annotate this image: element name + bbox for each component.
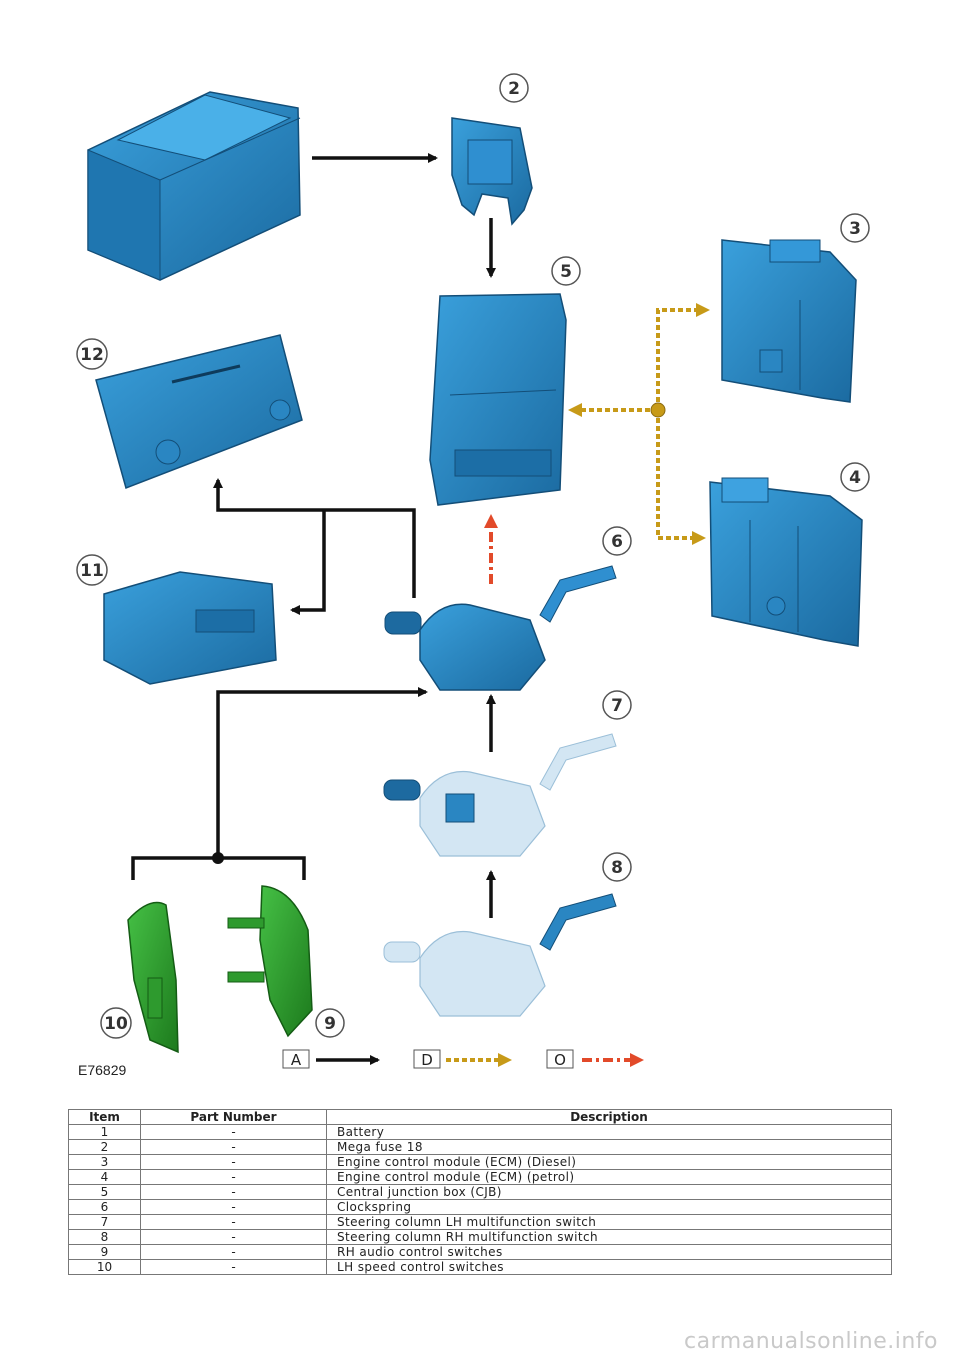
callout-10: 10 xyxy=(100,1007,132,1039)
cell-part-number: - xyxy=(140,1124,327,1140)
cell-description: Engine control module (ECM) (petrol) xyxy=(326,1169,892,1185)
figure-id: E76829 xyxy=(78,1062,126,1078)
table-row: 1 - Battery xyxy=(68,1124,892,1140)
cd-unit-component xyxy=(103,571,277,685)
cell-part-number: - xyxy=(140,1244,327,1260)
connection-lines-a xyxy=(131,153,496,918)
cell-part-number: - xyxy=(140,1214,327,1230)
cell-item: 5 xyxy=(68,1184,141,1200)
table-row: 10 - LH speed control switches xyxy=(68,1259,892,1275)
cell-description: Clockspring xyxy=(326,1199,892,1215)
parts-table: Item Part Number Description 1 - Battery… xyxy=(68,1109,892,1275)
cell-part-number: - xyxy=(140,1184,327,1200)
table-row: 8 - Steering column RH multifunction swi… xyxy=(68,1229,892,1245)
cell-description: Mega fuse 18 xyxy=(326,1139,892,1155)
cell-description: Central junction box (CJB) xyxy=(326,1184,892,1200)
svg-text:4: 4 xyxy=(849,468,861,488)
svg-text:2: 2 xyxy=(508,79,520,99)
cell-item: 1 xyxy=(68,1124,141,1140)
ecm-petrol-component xyxy=(709,477,863,647)
table-row: 5 - Central junction box (CJB) xyxy=(68,1184,892,1200)
table-row: 2 - Mega fuse 18 xyxy=(68,1139,892,1155)
cell-item: 4 xyxy=(68,1169,141,1185)
svg-text:6: 6 xyxy=(611,532,623,552)
cell-part-number: - xyxy=(140,1229,327,1245)
cell-part-number: - xyxy=(140,1259,327,1275)
cell-item: 9 xyxy=(68,1244,141,1260)
callout-6: 6 xyxy=(602,526,632,556)
header-item: Item xyxy=(68,1109,141,1125)
rh-multifunction-switch-component xyxy=(383,893,617,1017)
callout-2: 2 xyxy=(499,73,529,103)
cell-part-number: - xyxy=(140,1154,327,1170)
legend-d: D xyxy=(413,1049,512,1069)
svg-text:8: 8 xyxy=(611,858,623,878)
cell-description: LH speed control switches xyxy=(326,1259,892,1275)
mega-fuse-component xyxy=(451,117,533,226)
callout-12: 12 xyxy=(76,338,108,370)
cell-item: 10 xyxy=(68,1259,141,1275)
table-header-row: Item Part Number Description xyxy=(68,1109,892,1125)
table-row: 7 - Steering column LH multifunction swi… xyxy=(68,1214,892,1230)
svg-text:D: D xyxy=(421,1051,433,1069)
svg-text:3: 3 xyxy=(849,219,861,239)
cell-item: 2 xyxy=(68,1139,141,1155)
svg-text:7: 7 xyxy=(611,696,623,716)
table-row: 6 - Clockspring xyxy=(68,1199,892,1215)
rh-audio-control-switches-component xyxy=(227,885,313,1038)
watermark: carmanualsonline.info xyxy=(684,1329,938,1354)
callout-3: 3 xyxy=(840,213,870,243)
svg-text:12: 12 xyxy=(80,345,104,365)
legend-o: O xyxy=(546,1049,644,1069)
svg-text:O: O xyxy=(554,1051,566,1069)
cell-part-number: - xyxy=(140,1169,327,1185)
wiring-diagram: 2 3 5 12 4 6 11 7 8 10 9 xyxy=(76,73,870,1078)
cell-item: 8 xyxy=(68,1229,141,1245)
connection-lines-d xyxy=(568,303,710,545)
svg-text:9: 9 xyxy=(324,1014,336,1034)
lh-speed-control-switches-component xyxy=(127,901,179,1054)
callout-9: 9 xyxy=(315,1008,345,1038)
cell-description: Battery xyxy=(326,1124,892,1140)
cell-description: Engine control module (ECM) (Diesel) xyxy=(326,1154,892,1170)
callout-8: 8 xyxy=(602,852,632,882)
legend-a: A xyxy=(282,1049,380,1069)
cell-item: 3 xyxy=(68,1154,141,1170)
header-part-number: Part Number xyxy=(140,1109,327,1125)
callout-5: 5 xyxy=(551,256,581,286)
junction-dot xyxy=(212,852,224,864)
svg-text:10: 10 xyxy=(104,1014,128,1034)
callout-11: 11 xyxy=(76,554,108,586)
cell-item: 6 xyxy=(68,1199,141,1215)
table-row: 3 - Engine control module (ECM) (Diesel) xyxy=(68,1154,892,1170)
cjb-component xyxy=(429,293,567,506)
cell-description: Steering column RH multifunction switch xyxy=(326,1229,892,1245)
callout-4: 4 xyxy=(840,462,870,492)
header-description: Description xyxy=(326,1109,892,1125)
battery-component xyxy=(87,91,301,281)
audio-head-unit-component xyxy=(95,334,303,489)
ecm-diesel-component xyxy=(721,239,857,403)
legend: A D O xyxy=(282,1049,644,1069)
cell-description: Steering column LH multifunction switch xyxy=(326,1214,892,1230)
lh-multifunction-switch-component xyxy=(383,733,617,857)
cell-description: RH audio control switches xyxy=(326,1244,892,1260)
junction-dot-gold xyxy=(650,402,666,418)
callout-7: 7 xyxy=(602,690,632,720)
table-row: 4 - Engine control module (ECM) (petrol) xyxy=(68,1169,892,1185)
clockspring-component xyxy=(384,565,617,691)
svg-text:5: 5 xyxy=(560,262,572,282)
cell-item: 7 xyxy=(68,1214,141,1230)
cell-part-number: - xyxy=(140,1199,327,1215)
cell-part-number: - xyxy=(140,1139,327,1155)
table-row: 9 - RH audio control switches xyxy=(68,1244,892,1260)
svg-text:A: A xyxy=(291,1051,302,1069)
svg-text:11: 11 xyxy=(80,561,104,581)
